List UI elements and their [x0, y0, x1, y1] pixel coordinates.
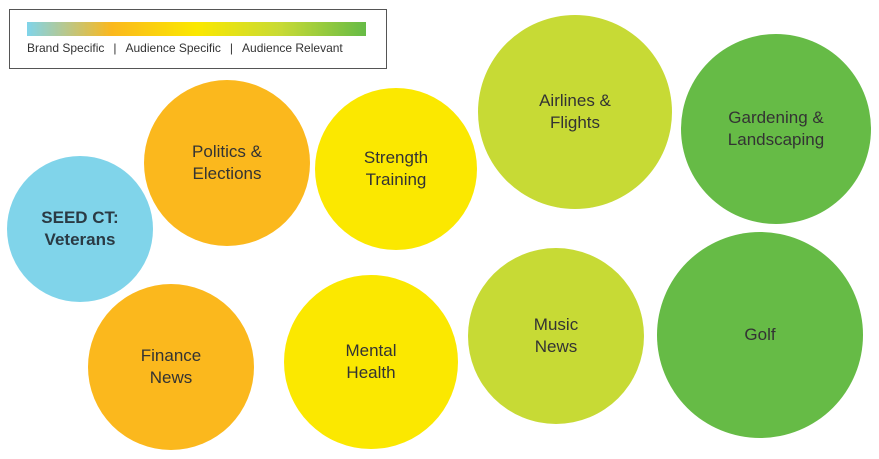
- bubble-label: Airlines & Flights: [539, 91, 611, 132]
- bubble-airlines-flights: Airlines & Flights: [478, 15, 672, 209]
- bubble-label: Strength Training: [363, 148, 429, 189]
- bubble-mental-health: Mental Health: [284, 275, 458, 449]
- bubble-golf: Golf: [657, 232, 863, 438]
- legend: Brand Specific | Audience Specific | Audienc…: [9, 9, 387, 69]
- bubble-politics-elections: Politics & Elections: [144, 80, 310, 246]
- bubble-finance-news: Finance News: [88, 284, 254, 450]
- bubble-label: Politics & Elections: [192, 142, 262, 183]
- bubble-music-news: Music News: [468, 248, 644, 424]
- legend-separator: |: [229, 41, 234, 55]
- bubble-gardening-landscaping: Gardening & Landscaping: [681, 34, 871, 224]
- bubble-label: Music News: [533, 315, 579, 356]
- bubble-seed-ct-veterans: SEED CT: Veterans: [7, 156, 153, 302]
- legend-gradient-bar: [27, 22, 366, 36]
- bubble-label: Golf: [744, 325, 776, 344]
- bubble-label: Finance News: [140, 346, 202, 387]
- legend-label-brand-specific: Brand Specific: [27, 41, 105, 55]
- legend-labels: Brand Specific | Audience Specific | Audienc…: [27, 41, 343, 55]
- bubble-label: Gardening & Landscaping: [727, 108, 825, 149]
- legend-label-audience-relevant: Audience Relevant: [242, 41, 343, 55]
- legend-separator: |: [113, 41, 117, 55]
- legend-label-audience-specific: Audience Specific: [125, 41, 221, 55]
- bubble-strength-training: Strength Training: [315, 88, 477, 250]
- bubble-label: Mental Health: [345, 341, 397, 382]
- bubble-label: SEED CT: Veterans: [41, 208, 119, 249]
